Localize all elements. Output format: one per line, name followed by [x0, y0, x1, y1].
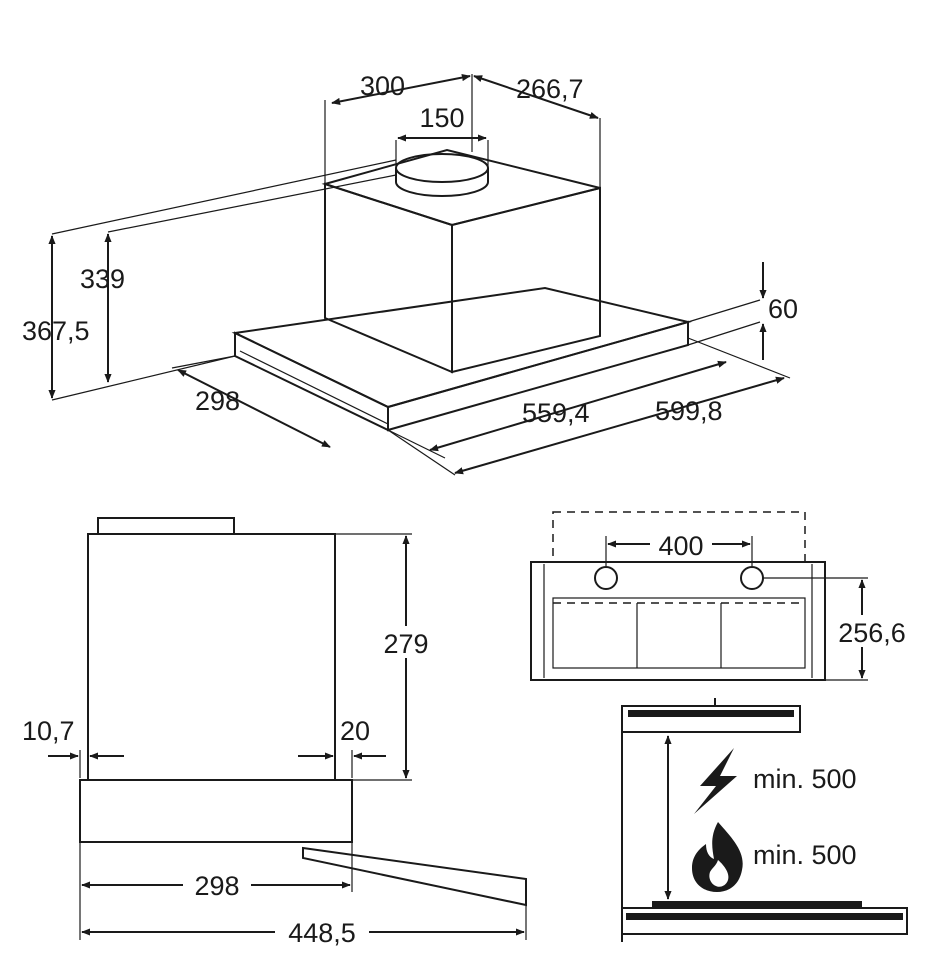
isometric-view — [48, 74, 791, 476]
hob-surface — [652, 901, 862, 908]
side-extended-visor — [302, 846, 527, 907]
label-outlet-diameter: 150 — [419, 103, 464, 133]
label-side-298: 298 — [194, 871, 239, 901]
side-top-flange — [97, 517, 235, 535]
label-hole-spacing: 400 — [658, 531, 703, 561]
label-clearance-electric: min. 500 — [753, 764, 857, 794]
dim-line-top-depth — [473, 75, 599, 119]
mounting-hole-right — [740, 566, 764, 590]
hood-base-panel — [231, 286, 692, 432]
hood-chimney-box — [321, 148, 601, 374]
mounting-hole-left — [594, 566, 618, 590]
label-side-448: 448,5 — [288, 918, 356, 948]
clearance-hob-outline — [621, 907, 908, 935]
side-view — [48, 517, 527, 940]
front-view — [530, 511, 868, 681]
front-filter-panel — [552, 597, 806, 669]
dim-line-depth-298 — [177, 369, 331, 448]
label-clearance-gas: min. 500 — [753, 840, 857, 870]
side-base-panel — [79, 779, 353, 843]
label-side-height-279: 279 — [383, 629, 428, 659]
label-top-depth: 266,7 — [516, 74, 584, 104]
clearance-view — [621, 698, 908, 942]
label-height-total: 367,5 — [22, 316, 90, 346]
lightning-icon — [694, 748, 737, 814]
label-side-10-7: 10,7 — [22, 716, 75, 746]
side-chimney-body — [87, 533, 336, 781]
label-width-599: 599,8 — [655, 396, 723, 426]
dim-line-top-width — [331, 74, 471, 105]
label-panel-60: 60 — [768, 294, 798, 324]
label-side-20: 20 — [340, 716, 370, 746]
front-hood-body — [530, 561, 826, 681]
label-hole-height: 256,6 — [838, 618, 906, 648]
label-depth-298: 298 — [195, 386, 240, 416]
hood-outlet — [395, 153, 489, 197]
label-height-339: 339 — [80, 264, 125, 294]
flame-icon — [692, 822, 743, 892]
label-top-width: 300 — [360, 71, 405, 101]
label-width-559: 559,4 — [522, 398, 590, 428]
clearance-hood-outline — [621, 705, 801, 733]
dim-line-599 — [454, 376, 785, 475]
